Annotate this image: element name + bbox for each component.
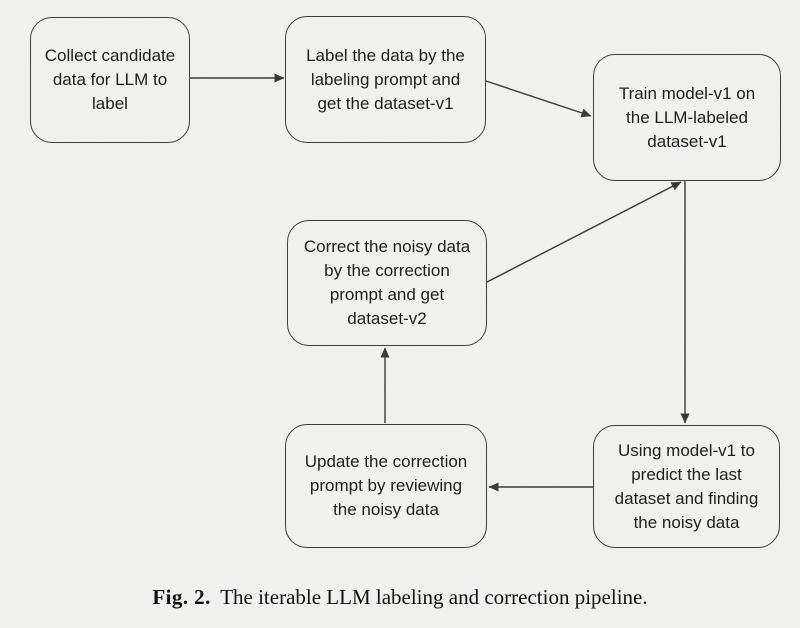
node-label: Label the data by the labeling prompt an… (306, 45, 465, 113)
arrow-label-to-train (485, 80, 592, 118)
node-correct-noisy-data: Correct the noisy data by the correction… (287, 220, 487, 346)
arrow-correct-to-train (486, 181, 682, 283)
node-label: Collect candidate data for LLM to label (44, 46, 176, 113)
node-update-correction-prompt: Update the correction prompt by reviewin… (285, 424, 487, 548)
node-label: Train model-v1 on the LLM-labeled datase… (618, 83, 756, 151)
node-label: Update the correction prompt by reviewin… (304, 452, 468, 519)
node-label: Correct the noisy data by the correction… (303, 237, 471, 328)
node-train-model-v1: Train model-v1 on the LLM-labeled datase… (593, 54, 781, 181)
figure-number: Fig. 2. (152, 585, 211, 609)
figure-caption-text: The iterable LLM labeling and correction… (220, 585, 648, 609)
figure-caption: Fig. 2. The iterable LLM labeling and cor… (0, 585, 800, 610)
node-label-the-data: Label the data by the labeling prompt an… (285, 16, 486, 143)
node-label: Using model-v1 to predict the last datas… (614, 440, 759, 532)
node-predict-find-noisy-data: Using model-v1 to predict the last datas… (593, 425, 780, 548)
node-collect-candidate-data: Collect candidate data for LLM to label (30, 17, 190, 143)
